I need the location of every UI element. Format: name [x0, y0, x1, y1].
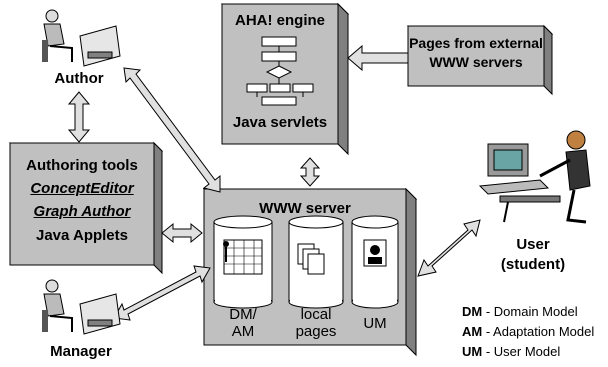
graph-author-link: Graph Author: [33, 203, 131, 220]
authoring-tools-box: [8, 141, 164, 275]
dm-am-label-line2: AM: [231, 323, 255, 340]
external-pages-line1: Pages from external: [409, 35, 543, 51]
local-pages-label-line1: local: [300, 306, 332, 323]
authoring-tools-title: Authoring tools: [26, 157, 138, 174]
arrow-authoring-www: [161, 222, 203, 244]
aha-engine-title: AHA! engine: [235, 12, 325, 29]
um-label: UM: [363, 315, 387, 332]
arrow-user-www: [417, 219, 481, 277]
legend-am-text: - Adaptation Model: [482, 324, 595, 339]
aha-engine-subtitle: Java servlets: [232, 114, 328, 131]
legend-am-abbr: AM: [462, 324, 483, 339]
manager-label: Manager: [50, 343, 112, 360]
dm-am-cylinder: [213, 215, 273, 309]
java-applets-label: Java Applets: [36, 227, 128, 244]
author-label: Author: [54, 70, 104, 87]
manager-figure-icon: [42, 279, 121, 335]
legend-um: UM - User Model: [462, 344, 560, 359]
user-label-line1: User: [516, 236, 550, 253]
arrow-author-www: [123, 67, 221, 193]
local-pages-label-line2: pages: [295, 323, 337, 340]
user-computer-icon: [478, 130, 591, 224]
arrow-external-aha: [347, 44, 409, 72]
legend-am: AM - Adaptation Model: [462, 324, 594, 339]
legend-um-abbr: UM: [462, 344, 483, 359]
um-cylinder: [351, 215, 399, 309]
concept-editor-link: ConceptEditor: [30, 180, 134, 197]
www-server-title: WWW server: [259, 200, 351, 217]
external-pages-box: [406, 24, 554, 96]
local-pages-cylinder: [288, 215, 344, 309]
arrow-manager-www: [113, 265, 211, 321]
legend-dm: DM - Domain Model: [462, 304, 578, 319]
legend-um-text: - User Model: [482, 344, 561, 359]
external-pages-line2: WWW servers: [429, 54, 523, 70]
user-label-line2: (student): [500, 256, 566, 273]
legend-dm-text: - Domain Model: [482, 304, 578, 319]
author-figure-icon: [42, 9, 121, 67]
arrow-aha-www: [299, 157, 321, 187]
legend-dm-abbr: DM: [462, 304, 483, 319]
dm-am-label-line1: DM/: [229, 306, 257, 323]
flowchart-icon: [246, 36, 314, 106]
arrow-author-authoring: [67, 91, 91, 143]
